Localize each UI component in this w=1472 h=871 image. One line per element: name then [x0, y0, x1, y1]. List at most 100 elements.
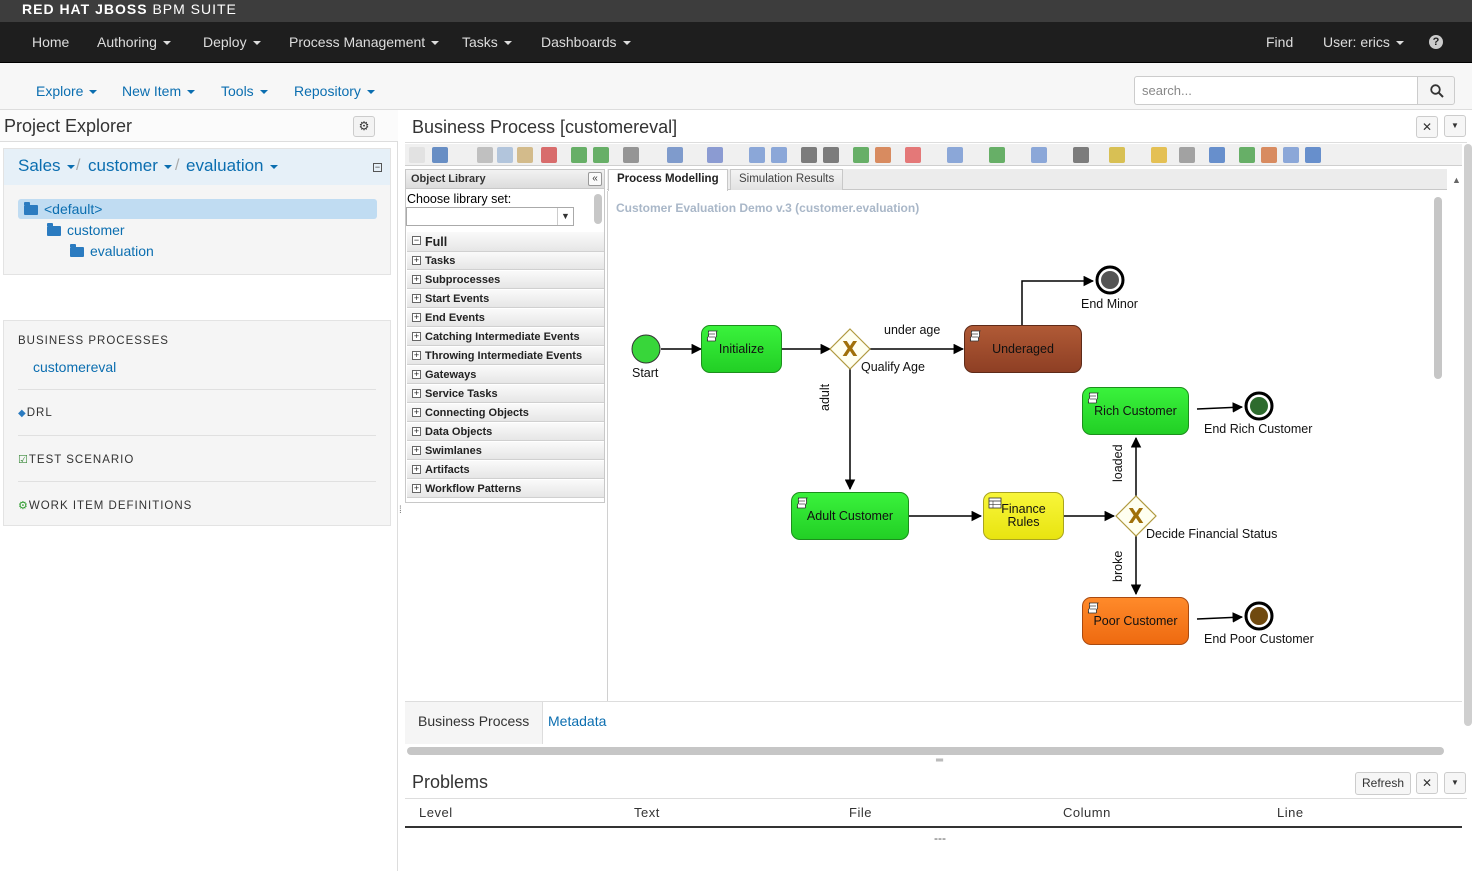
library-group[interactable]: −Full — [407, 232, 604, 252]
expand-icon[interactable]: + — [412, 293, 421, 303]
select-icon[interactable] — [749, 147, 765, 163]
search-button[interactable] — [1417, 76, 1455, 105]
section-drl[interactable]: ◆DRL — [18, 407, 53, 419]
remove-icon[interactable] — [875, 147, 891, 163]
collapse-icon[interactable]: − — [412, 235, 421, 245]
section-business-processes[interactable]: BUSINESS PROCESSES — [18, 335, 169, 347]
library-group[interactable]: +Tasks — [407, 252, 604, 270]
nav-dashboards[interactable]: Dashboards — [541, 22, 631, 62]
end-event-minor[interactable] — [1095, 265, 1125, 295]
expand-icon[interactable]: + — [412, 369, 421, 379]
history-icon[interactable] — [623, 147, 639, 163]
column-text[interactable]: Text — [634, 805, 660, 820]
library-group[interactable]: +Start Events — [407, 290, 604, 308]
export-icon[interactable] — [989, 147, 1005, 163]
expand-icon[interactable]: + — [412, 464, 421, 474]
library-group[interactable]: +Connecting Objects — [407, 404, 604, 422]
help-icon[interactable]: ? — [1429, 35, 1443, 49]
tab-business-process[interactable]: Business Process — [405, 702, 544, 744]
library-group[interactable]: +Subprocesses — [407, 271, 604, 289]
canvas-vertical-scrollbar[interactable] — [1434, 197, 1442, 379]
undo-icon[interactable] — [571, 147, 587, 163]
column-level[interactable]: Level — [419, 805, 453, 820]
refresh-button[interactable]: Refresh — [1355, 772, 1412, 795]
task-adult-customer[interactable]: Adult Customer — [791, 492, 909, 540]
tab-process-modelling[interactable]: Process Modelling — [608, 169, 728, 191]
subnav-repository[interactable]: Repository — [294, 63, 375, 119]
expand-icon[interactable]: + — [412, 274, 421, 284]
expand-icon[interactable] — [409, 147, 425, 163]
breadcrumb-project[interactable]: evaluation — [186, 156, 278, 176]
splitter-handle[interactable]: ═ — [936, 755, 944, 766]
copy-icon[interactable] — [497, 147, 513, 163]
lock-icon[interactable] — [801, 147, 817, 163]
library-group[interactable]: +Artifacts — [407, 461, 604, 479]
library-group[interactable]: +End Events — [407, 309, 604, 327]
search-input[interactable] — [1134, 76, 1418, 105]
section-work-item-definitions[interactable]: ⚙WORK ITEM DEFINITIONS — [18, 499, 192, 512]
scrollbar[interactable] — [594, 194, 602, 224]
task-initialize[interactable]: Initialize — [701, 325, 782, 373]
expand-icon[interactable]: + — [412, 255, 421, 265]
collapse-left-icon[interactable]: « — [588, 172, 602, 186]
library-group[interactable]: +Gateways — [407, 366, 604, 384]
start-event[interactable] — [631, 334, 661, 364]
redo-icon[interactable] — [593, 147, 609, 163]
end-event-poor[interactable] — [1244, 601, 1274, 631]
expand-icon[interactable]: + — [412, 350, 421, 360]
tab-metadata[interactable]: Metadata — [548, 713, 607, 729]
column-file[interactable]: File — [849, 805, 872, 820]
gateway-decide-financial-status[interactable]: X — [1115, 495, 1157, 537]
library-group[interactable]: +Data Objects — [407, 423, 604, 441]
cut-icon[interactable] — [477, 147, 493, 163]
expand-icon[interactable]: + — [412, 426, 421, 436]
resize-handle[interactable]: ⁞ — [399, 505, 402, 516]
wrench-icon[interactable] — [1031, 147, 1047, 163]
db-icon[interactable] — [1151, 147, 1167, 163]
horizontal-scrollbar[interactable] — [407, 747, 1444, 755]
chevron-down-icon[interactable]: ▼ — [1444, 772, 1466, 794]
gear-icon[interactable]: ⚙ — [353, 116, 375, 137]
task-rich-customer[interactable]: Rich Customer — [1082, 387, 1189, 435]
library-group[interactable]: +Swimlanes — [407, 442, 604, 460]
task-poor-customer[interactable]: Poor Customer — [1082, 597, 1189, 645]
color-icon[interactable] — [905, 147, 921, 163]
flow-poor-end[interactable] — [1196, 612, 1244, 623]
move-icon[interactable] — [1179, 147, 1195, 163]
end-event-rich[interactable] — [1244, 391, 1274, 421]
breadcrumb-organizational-unit[interactable]: Sales — [18, 156, 75, 176]
add-icon[interactable] — [853, 147, 869, 163]
breadcrumb-repository[interactable]: customer — [88, 156, 172, 176]
tree-item-default[interactable]: <default> — [18, 199, 377, 219]
expand-icon[interactable]: + — [412, 445, 421, 455]
nav-deploy[interactable]: Deploy — [203, 22, 261, 62]
group-icon[interactable] — [771, 147, 787, 163]
save-icon[interactable] — [432, 147, 448, 163]
expand-icon[interactable]: + — [412, 407, 421, 417]
close-icon[interactable]: ✕ — [1416, 116, 1438, 138]
user-menu[interactable]: User: erics — [1323, 22, 1404, 62]
chevron-down-icon[interactable]: ▼ — [1444, 115, 1466, 137]
unlock-icon[interactable] — [823, 147, 839, 163]
library-set-select[interactable]: ▼ — [406, 207, 574, 226]
editor-vertical-scrollbar[interactable] — [1464, 144, 1472, 726]
library-group[interactable]: +Workflow Patterns — [407, 480, 604, 498]
align-icon[interactable] — [707, 147, 723, 163]
process-canvas[interactable]: Customer Evaluation Demo v.3 (customer.e… — [607, 191, 1447, 701]
layer-icon[interactable] — [667, 147, 683, 163]
zoom-in-icon[interactable] — [1239, 147, 1255, 163]
column-line[interactable]: Line — [1277, 805, 1304, 820]
close-icon[interactable]: ✕ — [1416, 772, 1438, 794]
delete-icon[interactable] — [541, 147, 557, 163]
column-column[interactable]: Column — [1063, 805, 1111, 820]
nav-find[interactable]: Find — [1266, 34, 1294, 50]
nav-home[interactable]: Home — [32, 34, 70, 50]
library-group[interactable]: +Catching Intermediate Events — [407, 328, 604, 346]
view-icon[interactable] — [947, 147, 963, 163]
expand-icon[interactable]: + — [412, 388, 421, 398]
gateway-qualify-age[interactable]: X — [829, 328, 871, 370]
grid-icon[interactable] — [1073, 147, 1089, 163]
subnav-tools[interactable]: Tools — [221, 63, 268, 119]
tree-item-customer[interactable]: customer — [47, 220, 125, 240]
